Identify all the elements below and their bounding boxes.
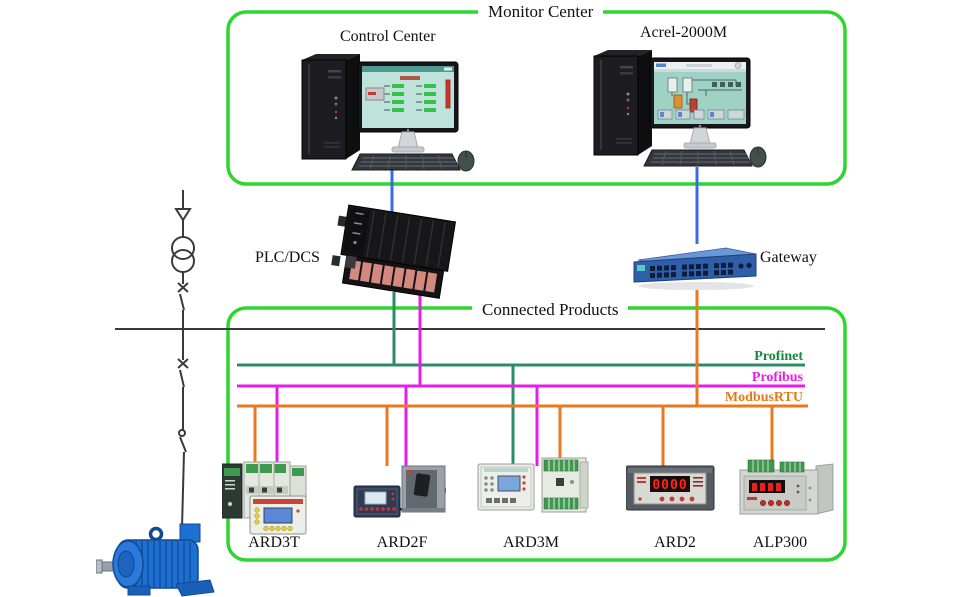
gateway-illustration [633,247,757,290]
ard3m-illustration [477,457,589,513]
motor-feeder-line [181,451,185,529]
ard2f-illustration [353,465,446,518]
incoming-arrow [174,208,192,222]
plc-dcs-label: PLC/DCS [255,249,320,266]
alp300-label: ALP300 [752,534,808,551]
breaker-blade [179,436,187,453]
modbusrtu-label: ModbusRTU [724,390,803,405]
breaker-contact [178,429,186,437]
acrel2000m-label: Acrel-2000M [640,24,728,41]
control-center-label: Control Center [340,28,436,45]
monitor-icon [357,61,459,153]
plc-dcs-illustration [331,204,457,299]
connected-products-title: Connected Products [472,300,629,320]
profinet-label: Profinet [754,349,803,364]
gateway-label: Gateway [760,249,817,266]
pc-tower-icon [593,50,652,156]
monitor-center-title: Monitor Center [478,2,604,22]
monitor-icon [649,57,751,149]
keyboard-icon [351,153,461,171]
ard2-readout: 0000 [652,478,687,493]
alp300-illustration [739,459,834,515]
ard3m-label: ARD3M [502,534,559,551]
lifting-eye [148,526,164,542]
ard2-label: ARD2 [654,534,696,551]
ard2f-meter [353,485,401,518]
control-center-workstation-illustration [301,54,475,172]
acrel2000m-workstation-illustration [593,50,767,168]
switch-blade-upper [179,293,185,311]
power-single-line-diagram [115,190,825,529]
transformer-symbol [171,236,195,260]
isolator-x-upper [177,282,189,293]
isolator-x-lower [177,358,189,369]
profibus-label: Profibus [751,370,803,385]
switch-blade-lower [179,369,185,388]
mouse-icon [457,150,475,172]
ard3t-display-unit [249,495,307,535]
ard3m-din-module [541,457,589,513]
ard2f-switch-module [401,465,446,513]
ard3t-illustration [222,461,307,535]
ard3m-panel-unit [477,463,535,511]
ard2-illustration: 0000 [626,465,715,511]
mouse-icon [749,146,767,168]
ard2f-label: ARD2F [376,534,428,551]
pc-tower-icon [301,54,360,160]
keyboard-icon [643,149,753,167]
ard3t-label: ARD3T [248,534,300,551]
motor-illustration [96,523,215,597]
